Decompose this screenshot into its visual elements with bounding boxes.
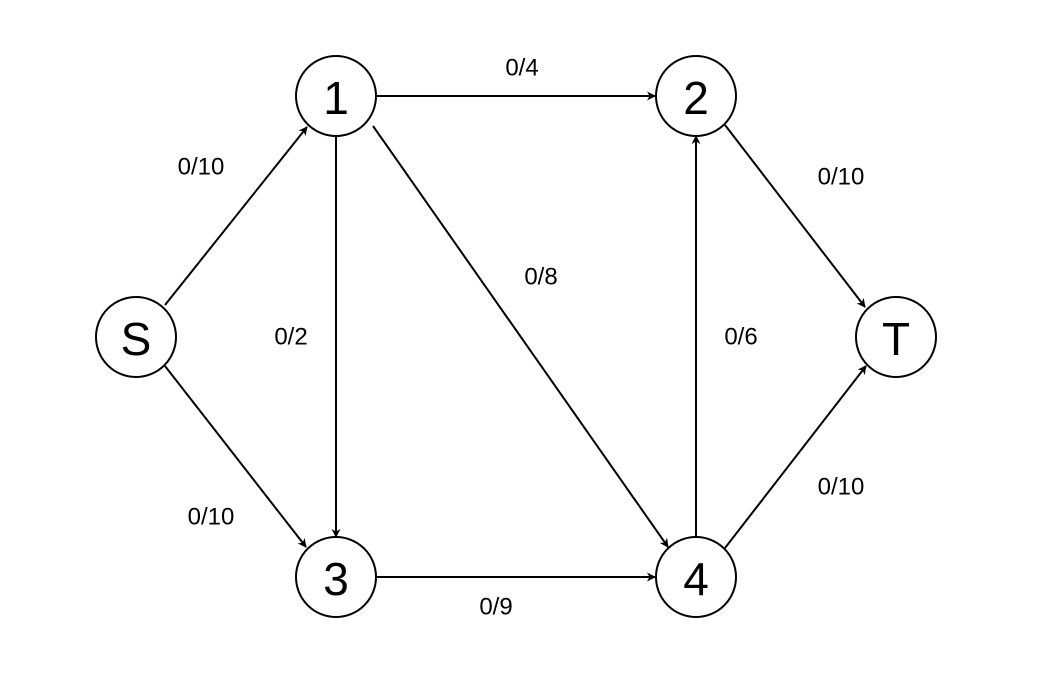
node-4: 4	[655, 536, 737, 618]
edge-label-1-4: 0/8	[524, 264, 557, 291]
edge-label-4-t: 0/10	[818, 474, 865, 501]
node-3: 3	[295, 536, 377, 618]
node-1: 1	[295, 55, 377, 137]
node-1-label: 1	[323, 72, 349, 124]
node-t: T	[855, 296, 937, 378]
node-1-circle	[295, 55, 377, 137]
node-2-label: 2	[683, 72, 709, 124]
node-s-label: S	[121, 313, 152, 365]
edge-2-t	[724, 124, 866, 308]
edge-s-3	[164, 365, 307, 548]
node-4-label: 4	[683, 553, 709, 605]
node-2-circle	[655, 55, 737, 137]
edge-label-s-1: 0/10	[178, 154, 225, 181]
edge-label-4-2: 0/6	[724, 324, 757, 351]
node-2: 2	[655, 55, 737, 137]
node-4-circle	[655, 536, 737, 618]
edge-label-s-3: 0/10	[188, 504, 235, 531]
node-t-circle	[855, 296, 937, 378]
edge-s-1	[164, 126, 308, 306]
nodes: S 1 2 3 4 T	[95, 55, 937, 618]
edge-4-t	[724, 365, 867, 549]
edge-label-1-3: 0/2	[274, 324, 307, 351]
edge-label-1-2: 0/4	[505, 55, 538, 82]
node-3-circle	[295, 536, 377, 618]
edge-1-4	[372, 125, 669, 548]
node-3-label: 3	[323, 553, 349, 605]
edge-label-2-t: 0/10	[818, 164, 865, 191]
node-t-label: T	[882, 313, 910, 365]
node-s-circle	[95, 296, 177, 378]
edge-label-3-4: 0/9	[479, 594, 512, 621]
edges: 0/10 0/10 0/4 0/2 0/8 0/9 0/6 0/10 0/10	[164, 55, 867, 621]
node-s: S	[95, 296, 177, 378]
